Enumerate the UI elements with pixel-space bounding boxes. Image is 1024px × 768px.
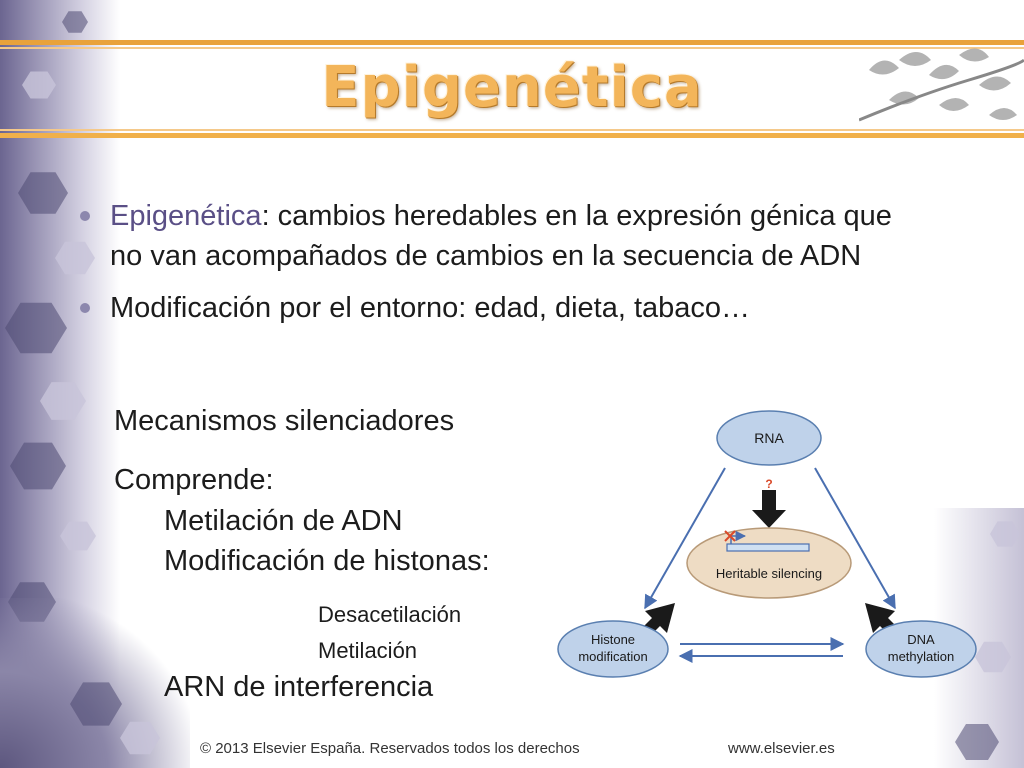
histone-modification-item: Modificación de histonas: — [164, 545, 490, 577]
bullet-text: Modificación por el entorno: edad, dieta… — [110, 292, 751, 324]
black-arrow-rna-down-icon — [752, 490, 786, 528]
footer-copyright: © 2013 Elsevier España. Reservados todos… — [200, 740, 580, 757]
title-rule-bottom-thin — [0, 129, 1024, 131]
epigenetic-silencing-diagram: RNA ? Heritable silencing Histone modifi… — [557, 410, 977, 678]
title-rule-top — [0, 40, 1024, 45]
hexagon-decoration — [62, 11, 88, 33]
histone-label-line1: Histone — [591, 632, 635, 647]
histone-modification-node — [557, 620, 669, 678]
dna-segment — [726, 543, 810, 552]
title-rule-top-thin — [0, 47, 1024, 49]
title-rule-bottom — [0, 133, 1024, 138]
rna-node — [716, 410, 822, 466]
footer-website: www.elsevier.es — [728, 740, 835, 757]
dna-methylation-node — [865, 620, 977, 678]
definition-text: : cambios heredables en la expresión gén… — [110, 200, 892, 272]
methylation-item: Metilación — [318, 638, 418, 663]
dna-label-line1: DNA — [907, 632, 935, 647]
leaves-ornament-icon — [859, 48, 1024, 122]
arrow-rna-to-dna — [814, 467, 896, 610]
heritable-silencing-node — [686, 527, 852, 599]
mechanisms-heading: Mecanismos silenciadores — [114, 405, 455, 437]
dna-methylation-item: Metilación de ADN — [164, 505, 403, 537]
rna-interference-item: ARN de interferencia — [164, 671, 434, 703]
hexagon-decoration — [60, 521, 96, 551]
hexagon-decoration — [120, 721, 160, 755]
heritable-silencing-label: Heritable silencing — [716, 566, 822, 581]
block-x-icon — [724, 530, 736, 542]
deacetylation-item: Desacetilación — [318, 602, 462, 627]
histone-label-line2: modification — [578, 649, 647, 664]
bullet-dot-icon — [80, 303, 90, 313]
arrow-rna-to-histone — [644, 467, 726, 610]
bullet-item: Epigenética: cambios heredables en la ex… — [80, 196, 900, 276]
dna-label-line2: methylation — [888, 649, 954, 664]
bullet-list: Epigenética: cambios heredables en la ex… — [80, 196, 900, 340]
question-mark-label: ? — [765, 477, 772, 491]
slide-title: Epigenética — [321, 55, 703, 120]
bullet-item: Modificación por el entorno: edad, dieta… — [80, 288, 900, 328]
title-band: Epigenética — [0, 40, 1024, 140]
bullet-dot-icon — [80, 211, 90, 221]
hexagon-decoration — [5, 302, 67, 354]
rna-label: RNA — [754, 430, 784, 446]
includes-label: Comprende: — [114, 464, 274, 496]
term-epigenetica: Epigenética — [110, 200, 262, 232]
